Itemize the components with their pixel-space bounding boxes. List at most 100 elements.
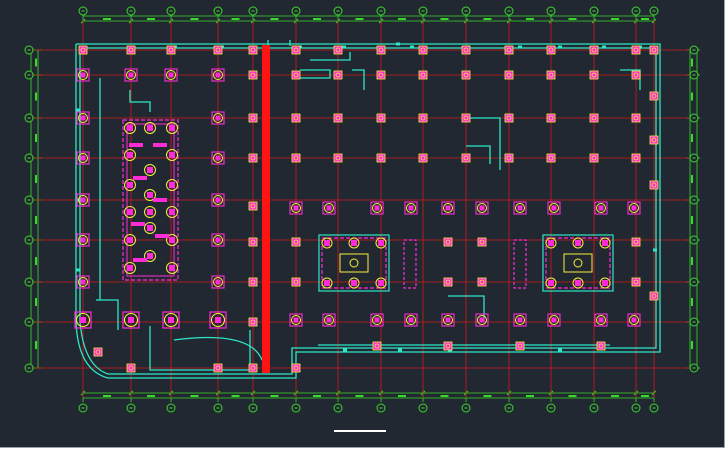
column-pad (594, 313, 608, 327)
column-pad (76, 111, 90, 125)
core-footing-right-column-ring (572, 237, 584, 249)
dimension-text-mark (526, 18, 534, 20)
column-core (291, 237, 301, 247)
column-footing (211, 151, 225, 165)
column-core (631, 205, 637, 211)
column-ring (443, 315, 453, 325)
column-pad (322, 313, 336, 327)
grid-axis-bubble-icon (689, 70, 699, 80)
column-ring (515, 203, 525, 213)
column-ring (506, 47, 512, 53)
grid-axis-bubble-icon (631, 6, 641, 16)
column-core (445, 205, 451, 211)
column-ring (549, 315, 559, 325)
column-core (517, 205, 523, 211)
dimension-text-mark (35, 92, 37, 101)
grid-axis-bubble-icon (589, 6, 599, 16)
column-footing (126, 363, 136, 373)
column-core (293, 317, 299, 323)
column-core (589, 70, 599, 80)
column-ring (548, 115, 554, 121)
column-core (551, 317, 557, 323)
column-core (504, 45, 514, 55)
core-footing-right-ring (573, 258, 583, 268)
grid-axis-bubble-icon (24, 195, 34, 205)
column-core (479, 205, 485, 211)
grid-axis-bubble-icon (631, 403, 641, 413)
column-footing (76, 111, 90, 125)
column-footing (322, 201, 336, 215)
column-ring (293, 155, 299, 161)
column-ring (250, 319, 256, 325)
core-footing-center-column (351, 240, 357, 246)
column-core (418, 70, 428, 80)
dimension-text-mark (398, 395, 406, 397)
column-core (443, 237, 453, 247)
dimension-text-mark (270, 18, 279, 20)
column-ring (548, 72, 554, 78)
column-core (80, 115, 86, 121)
column-core (477, 277, 487, 287)
core-column (147, 125, 153, 131)
dimension-text-mark (190, 18, 199, 20)
core-footing-right-column-ring (572, 277, 584, 289)
column-footing (649, 45, 659, 55)
dimension-text-mark (355, 395, 364, 397)
dimension-text-mark (691, 175, 693, 183)
wall-segment (76, 43, 661, 379)
core-beam (133, 258, 147, 262)
core-column-ring (166, 122, 178, 134)
column-ring (420, 72, 426, 78)
column-ring (210, 312, 226, 328)
column-ring (420, 155, 426, 161)
column-core (374, 317, 380, 323)
column-ring (291, 203, 301, 213)
grid-axis-bubble-icon (689, 113, 699, 123)
column-ring (293, 239, 299, 245)
column-core (213, 45, 223, 55)
column-footing (372, 341, 382, 351)
wall-segment (79, 321, 109, 375)
column-pad (162, 311, 180, 329)
column-core (372, 341, 382, 351)
column-pad (211, 233, 225, 247)
column-footing (404, 313, 418, 327)
dimension-text-mark (641, 395, 649, 397)
dimension-text-mark (440, 395, 449, 397)
column-core (215, 237, 221, 243)
model-tab-indicator[interactable] (334, 430, 386, 432)
column-footing (248, 237, 258, 247)
core-column-ring (144, 164, 156, 176)
column-ring (479, 279, 485, 285)
column-footing (211, 111, 225, 125)
column-core (517, 317, 523, 323)
dimension-text-mark (270, 395, 279, 397)
column-ring (250, 365, 256, 371)
column-pad (322, 201, 336, 215)
column-footing (477, 237, 487, 247)
column-ring (633, 47, 639, 53)
column-pad (289, 201, 303, 215)
grid-axis-bubble-icon (213, 403, 223, 413)
column-footing (248, 317, 258, 327)
column-ring (463, 115, 469, 121)
grid-axis-bubble-icon (166, 6, 176, 16)
column-ring (445, 239, 451, 245)
column-core (376, 70, 386, 80)
column-footing (589, 153, 599, 163)
column-core (631, 70, 641, 80)
dimension-text-mark (231, 395, 240, 397)
column-footing (333, 45, 343, 55)
column-ring (78, 235, 88, 245)
column-core (546, 70, 556, 80)
column-footing (291, 70, 301, 80)
column-pad (441, 313, 455, 327)
column-core (78, 45, 88, 55)
column-ring (548, 47, 554, 53)
column-footing (162, 311, 180, 329)
column-footing (248, 277, 258, 287)
column-ring (372, 315, 382, 325)
column-ring (335, 115, 341, 121)
column-core (589, 45, 599, 55)
